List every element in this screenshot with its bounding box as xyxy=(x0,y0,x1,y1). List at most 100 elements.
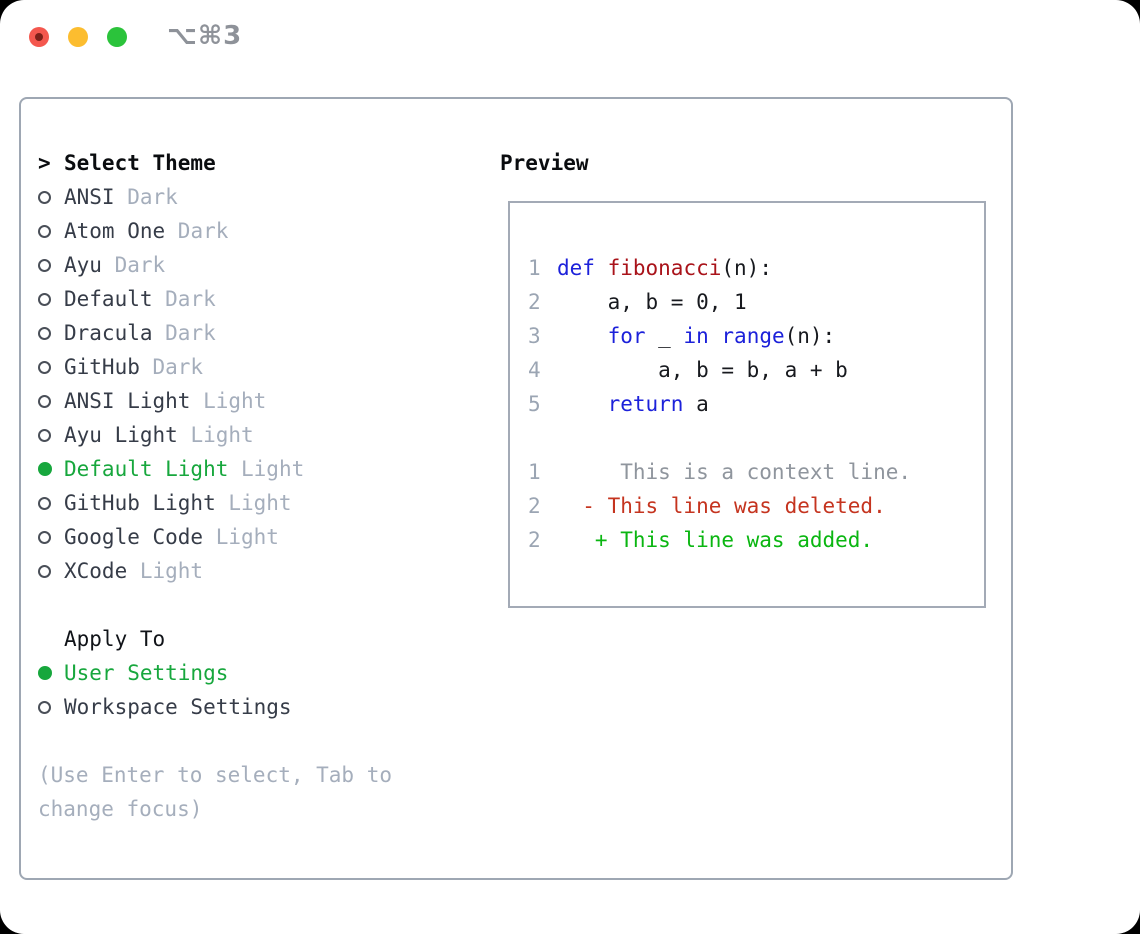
code-segment-keyword: def xyxy=(557,256,595,280)
radio-unselected-icon xyxy=(38,224,51,238)
select-theme-header: > Select Theme xyxy=(38,146,392,180)
radio-unselected-icon xyxy=(38,700,51,714)
theme-option-default-light-light[interactable]: Default Light Light xyxy=(38,452,392,486)
hint-text-line-2: change focus) xyxy=(38,797,203,821)
code-blank-line xyxy=(528,421,984,455)
theme-variant-label: Dark xyxy=(114,185,178,209)
theme-option-atom-one-dark[interactable]: Atom One Dark xyxy=(38,214,392,248)
theme-variant-label: Dark xyxy=(101,253,166,277)
radio-unselected-icon xyxy=(38,428,51,442)
radio-unselected-icon xyxy=(38,292,51,306)
zoom-button[interactable] xyxy=(107,27,127,47)
radio-unselected-icon xyxy=(38,258,51,272)
radio-unselected-icon xyxy=(38,190,51,204)
code-line-2: 2 a, b = 0, 1 xyxy=(528,285,984,319)
code-segment-added: + This line was added. xyxy=(557,528,874,552)
theme-variant-label: Light xyxy=(215,491,292,515)
radio-marker xyxy=(38,700,64,714)
preview-title: Preview xyxy=(500,151,589,175)
theme-variant-label: Light xyxy=(127,559,204,583)
theme-option-default-dark[interactable]: Default Dark xyxy=(38,282,392,316)
option-label: GitHub xyxy=(64,355,140,379)
line-number: 1 xyxy=(528,256,541,280)
hint-text-line-1: (Use Enter to select, Tab to xyxy=(38,763,393,787)
option-label: Workspace Settings xyxy=(64,695,292,719)
code-segment-plain: _ xyxy=(645,324,684,348)
radio-unselected-icon xyxy=(38,564,51,578)
theme-variant-label: Dark xyxy=(165,219,229,243)
radio-marker xyxy=(38,258,64,272)
code-segment-deleted: - This line was deleted. xyxy=(557,494,886,518)
option-label: Dracula xyxy=(64,321,153,345)
code-line-1: 1 def fibonacci(n): xyxy=(528,251,984,285)
radio-marker xyxy=(38,394,64,408)
radio-unselected-icon xyxy=(38,496,51,510)
theme-option-xcode-light[interactable]: XCode Light xyxy=(38,554,392,588)
apply-to-header: Apply To xyxy=(64,627,166,651)
code-segment-plain: a, b = b, a + b xyxy=(557,358,848,382)
code-segment-keyword: range xyxy=(721,324,785,348)
theme-option-ayu-light-light[interactable]: Ayu Light Light xyxy=(38,418,392,452)
theme-option-ayu-dark[interactable]: Ayu Dark xyxy=(38,248,392,282)
radio-selected-icon xyxy=(38,462,52,476)
option-label: Google Code xyxy=(64,525,204,549)
close-button[interactable] xyxy=(29,27,49,47)
radio-marker xyxy=(38,462,64,476)
theme-option-ansi-light-light[interactable]: ANSI Light Light xyxy=(38,384,392,418)
radio-marker xyxy=(38,564,64,578)
theme-variant-label: Light xyxy=(177,423,254,447)
radio-marker xyxy=(38,428,64,442)
apply-option-workspace-settings[interactable]: Workspace Settings xyxy=(38,690,392,724)
radio-unselected-icon xyxy=(38,530,51,544)
theme-option-ansi-dark[interactable]: ANSI Dark xyxy=(38,180,392,214)
apply-option-user-settings[interactable]: User Settings xyxy=(38,656,392,690)
spacer xyxy=(38,724,392,758)
code-segment-keyword: return xyxy=(607,392,684,416)
radio-unselected-icon xyxy=(38,360,51,374)
code-segment-keyword: in xyxy=(683,324,709,348)
option-label: GitHub Light xyxy=(64,491,216,515)
code-segment-keyword: for xyxy=(607,324,646,348)
line-number: 3 xyxy=(528,324,541,348)
radio-marker xyxy=(38,326,64,340)
radio-marker xyxy=(38,496,64,510)
theme-variant-label: Dark xyxy=(139,355,204,379)
option-label: Default xyxy=(64,287,153,311)
radio-selected-icon xyxy=(38,666,52,680)
theme-variant-label: Dark xyxy=(152,287,216,311)
line-number: 2 xyxy=(528,528,541,552)
code-segment-context: This is a context line. xyxy=(557,460,912,484)
window-title: ⌥⌘3 xyxy=(167,21,243,51)
code-segment-plain xyxy=(557,392,608,416)
code-segment-plain: (n): xyxy=(721,256,772,280)
traffic-lights xyxy=(29,27,127,47)
code-segment-plain xyxy=(557,324,608,348)
line-number: 4 xyxy=(528,358,541,382)
radio-unselected-icon xyxy=(38,394,51,408)
theme-option-github-light-light[interactable]: GitHub Light Light xyxy=(38,486,392,520)
minimize-button[interactable] xyxy=(68,27,88,47)
radio-marker xyxy=(38,292,64,306)
code-segment-plain xyxy=(709,324,722,348)
code-segment-plain xyxy=(595,256,608,280)
theme-option-dracula-dark[interactable]: Dracula Dark xyxy=(38,316,392,350)
record-dot-icon xyxy=(35,33,43,41)
theme-option-github-dark[interactable]: GitHub Dark xyxy=(38,350,392,384)
code-line-3: 3 for _ in range(n): xyxy=(528,319,984,353)
theme-option-google-code-light[interactable]: Google Code Light xyxy=(38,520,392,554)
code-line-7: 1 This is a context line. xyxy=(528,455,984,489)
theme-variant-label: Light xyxy=(228,457,305,481)
radio-unselected-icon xyxy=(38,326,51,340)
code-segment-function: fibonacci xyxy=(607,256,722,280)
line-number: 2 xyxy=(528,290,541,314)
spacer xyxy=(38,588,392,622)
code-line-4: 4 a, b = b, a + b xyxy=(528,353,984,387)
line-number: 1 xyxy=(528,460,541,484)
line-number: 2 xyxy=(528,494,541,518)
radio-marker xyxy=(38,666,64,680)
